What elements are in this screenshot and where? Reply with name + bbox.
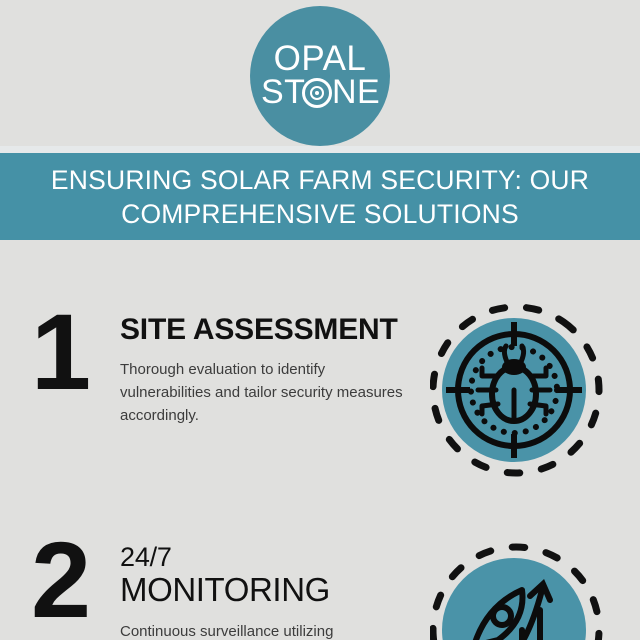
svg-text:ST: ST [261,75,305,111]
rocket-growth-arrow-icon [430,543,603,640]
step-item-1: 1 SITE ASSESSMENT Thorough evaluation to… [0,291,640,494]
step-number: 2 [30,519,91,640]
stone-wordmark-icon: ST NE [261,75,379,111]
step-item-2: 2 24/7 MONITORING Continuous surveillanc… [0,519,640,640]
step-icon-rocket-growth [430,534,610,640]
bug-target-crosshair-icon [430,303,603,477]
step-heading: SITE ASSESSMENT [120,313,398,346]
pre-banner-strip [0,146,640,153]
step-icon-bug-target [430,294,610,494]
step-body: Continuous surveillance utilizing [120,623,334,640]
step-number: 1 [30,291,91,412]
logo-text-opal: OPAL [273,38,367,78]
logo-text-stone: ST NE [261,75,379,111]
step-heading-main: MONITORING [120,571,330,608]
step-body: Thorough evaluation to identify vulnerab… [120,361,403,424]
page-title: ENSURING SOLAR FARM SECURITY: OUR COMPRE… [50,164,590,229]
title-banner: ENSURING SOLAR FARM SECURITY: OUR COMPRE… [0,153,640,240]
step-text-block: SITE ASSESSMENT Thorough evaluation to i… [120,300,430,427]
brand-logo: OPAL ST NE [0,0,640,150]
logo-circle: OPAL ST NE [250,6,390,146]
svg-text:NE: NE [332,75,379,111]
step-text-block: 24/7 MONITORING Continuous surveillance … [120,528,430,640]
step-heading: 24/7 MONITORING [120,542,420,608]
step-heading-sub: 24/7 [120,542,172,572]
